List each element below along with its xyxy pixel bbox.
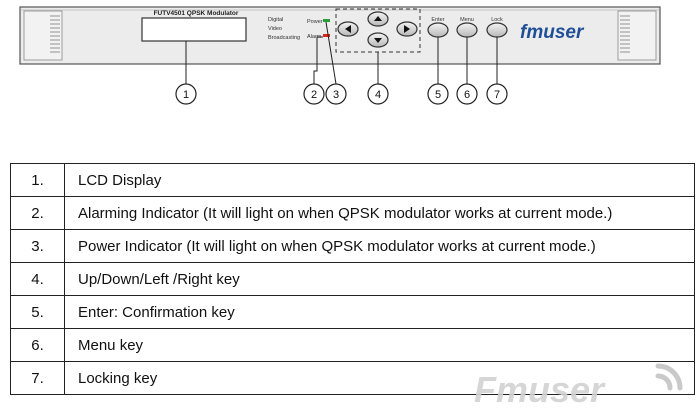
brand-logo: fmuser [520,22,585,43]
dvb-line-digital: Digital [268,17,283,23]
row-number: 5. [10,295,65,329]
lcd-display [141,17,247,42]
watermark-signal-icon [655,363,683,391]
row-description: LCD Display [64,163,695,197]
row-description: Power Indicator (It will light on when Q… [64,229,695,263]
front-panel-diagram: FUTV4501 QPSK Modulator Digital Video Br… [19,6,661,105]
left-key[interactable] [337,21,359,37]
callout-7 [486,83,508,105]
table-row: 5. Enter: Confirmation key [10,295,695,329]
callout-leaders [185,21,498,85]
alarm-label: Alarm [307,34,322,40]
table-row: 3. Power Indicator (It will light on whe… [10,229,695,263]
callout-2 [303,83,325,105]
table-row: 1. LCD Display [10,163,695,197]
table-row: 7. Locking key [10,361,695,395]
dvb-line-video: Video [268,26,282,32]
lock-label: Lock [491,17,503,23]
row-number: 4. [10,262,65,296]
callout-1-label: 1 [183,89,189,101]
row-description: Alarming Indicator (It will light on whe… [64,196,695,230]
device-chassis [19,6,661,65]
key-description-table: 1. LCD Display 2. Alarming Indicator (It… [10,163,695,395]
enter-button[interactable] [427,22,449,38]
row-number: 1. [10,163,65,197]
table-row: 4. Up/Down/Left /Right key [10,262,695,296]
menu-label: Menu [460,17,474,23]
dvb-label: Digital Video Broadcasting [268,17,300,41]
model-label: FUTV4501 QPSK Modulator [154,10,239,17]
callout-1 [175,83,197,105]
table-row: 6. Menu key [10,328,695,362]
callout-3 [325,83,347,105]
right-key[interactable] [396,21,418,37]
callout-4 [367,83,389,105]
callout-2-label: 2 [311,89,317,101]
row-number: 7. [10,361,65,395]
callout-5 [427,83,449,105]
watermark-text: Fmuser [474,369,606,410]
callout-3-label: 3 [333,89,339,101]
alarm-led [323,34,330,37]
right-rack-ear [617,10,657,61]
row-number: 6. [10,328,65,362]
lock-button[interactable] [486,22,508,38]
callout-6-label: 6 [464,89,470,101]
up-key[interactable] [367,11,389,27]
enter-label: Enter [431,17,444,23]
power-led [323,19,330,22]
watermark-logo: Fmuser [474,363,683,410]
table-row: 2. Alarming Indicator (It will light on … [10,196,695,230]
row-number: 2. [10,196,65,230]
left-rack-ear [23,10,63,61]
dvb-line-broadcasting: Broadcasting [268,35,300,41]
row-description: Up/Down/Left /Right key [64,262,695,296]
callout-5-label: 5 [435,89,441,101]
row-description: Menu key [64,328,695,362]
down-key[interactable] [367,32,389,48]
menu-button[interactable] [456,22,478,38]
row-number: 3. [10,229,65,263]
callout-7-label: 7 [494,89,500,101]
callout-6 [456,83,478,105]
power-label: Power [307,19,323,25]
row-description: Enter: Confirmation key [64,295,695,329]
callout-4-label: 4 [375,89,381,101]
row-description: Locking key [64,361,695,395]
